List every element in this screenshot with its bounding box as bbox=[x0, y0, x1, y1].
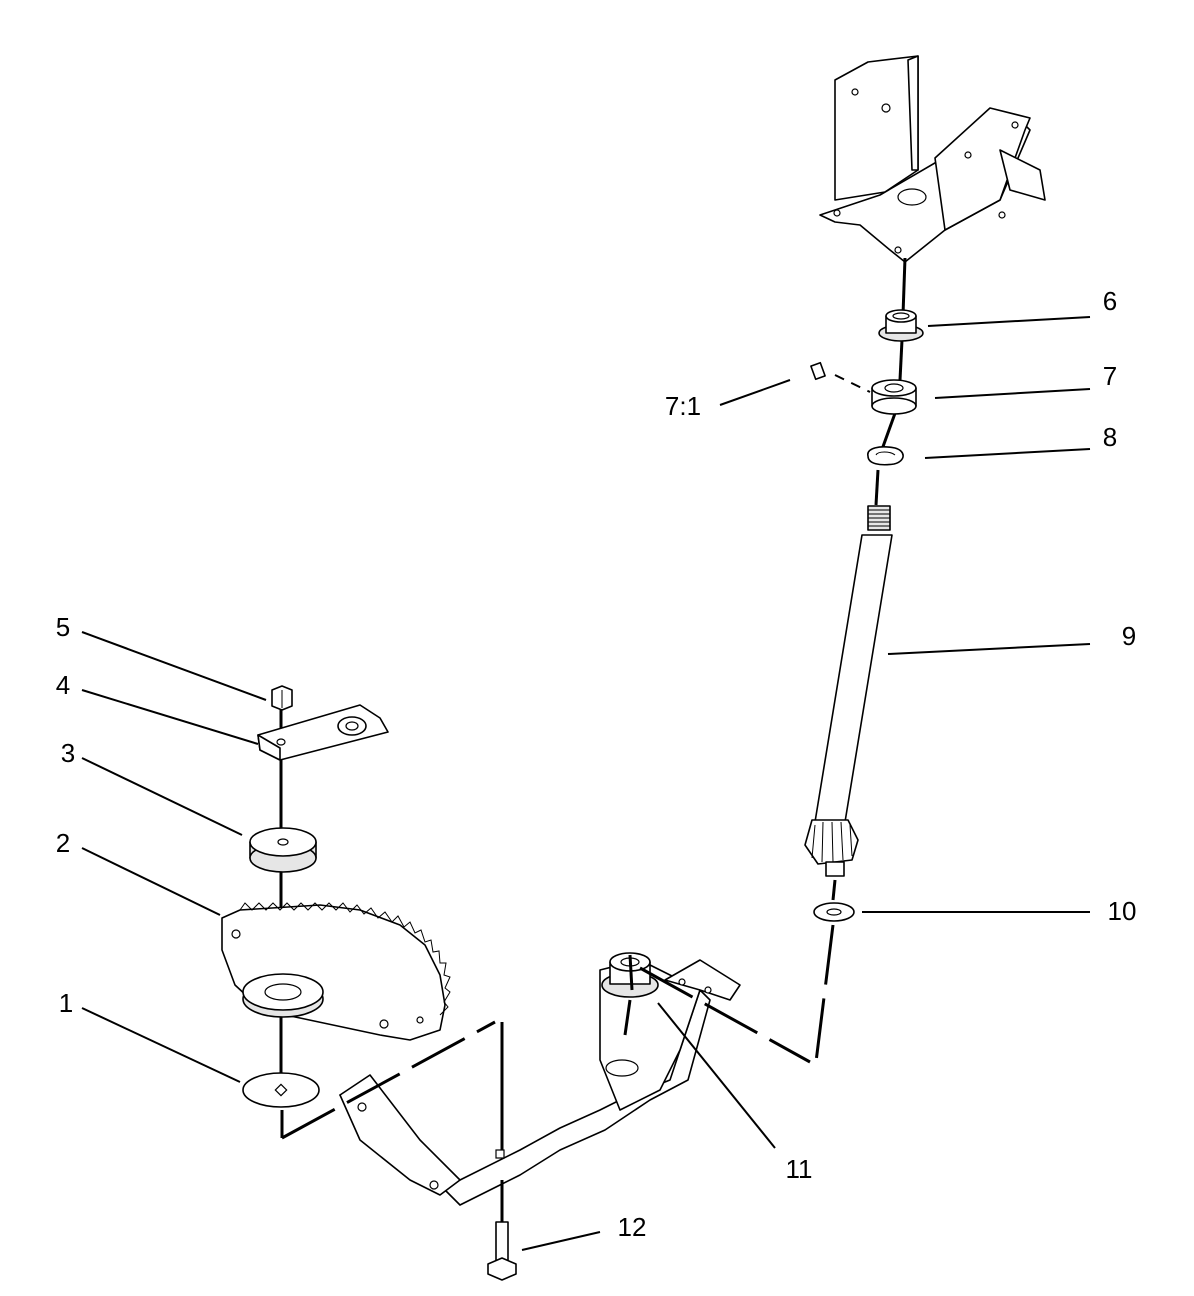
collar-part-7 bbox=[871, 379, 917, 415]
callout-11: 11 bbox=[786, 1154, 813, 1184]
callout-9: 9 bbox=[1122, 621, 1136, 651]
callout-8: 8 bbox=[1103, 422, 1117, 452]
callout-7-1: 7:1 bbox=[665, 391, 701, 421]
spacer-part-3 bbox=[249, 827, 317, 873]
shaft-part-9 bbox=[804, 505, 893, 877]
callout-7: 7 bbox=[1103, 361, 1117, 391]
callout-1: 1 bbox=[59, 988, 73, 1018]
top-bracket bbox=[819, 55, 1046, 263]
callout-10: 10 bbox=[1108, 896, 1137, 926]
bushing-part-11 bbox=[601, 952, 659, 998]
washer-part-1 bbox=[242, 1072, 320, 1108]
washer-part-10 bbox=[813, 902, 855, 922]
arm-plate-part-4 bbox=[257, 704, 389, 761]
leader-lines bbox=[81, 316, 1091, 1251]
retaining-ring-part-8 bbox=[867, 446, 904, 466]
set-screw-part-7-1 bbox=[810, 361, 826, 381]
bolt-part-12 bbox=[487, 1221, 517, 1281]
gear-sector-part-2 bbox=[221, 902, 451, 1041]
bushing-part-6 bbox=[878, 309, 924, 342]
callout-3: 3 bbox=[61, 738, 75, 768]
callout-12: 12 bbox=[618, 1212, 647, 1242]
callout-6: 6 bbox=[1103, 286, 1117, 316]
nut-part-5 bbox=[271, 685, 293, 711]
callout-5: 5 bbox=[56, 612, 70, 642]
callout-2: 2 bbox=[56, 828, 70, 858]
callout-labels: 1 2 3 4 5 6 7 7:1 8 9 10 11 12 bbox=[56, 286, 1137, 1242]
callout-4: 4 bbox=[56, 670, 70, 700]
